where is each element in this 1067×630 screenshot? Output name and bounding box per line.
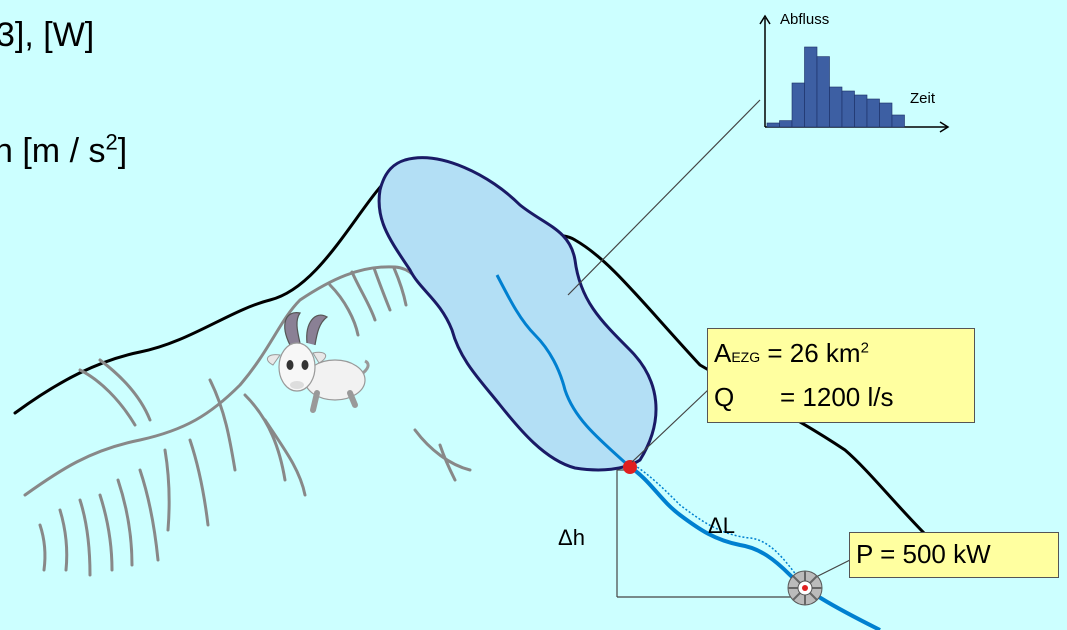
hydrograph-bar bbox=[866, 98, 880, 128]
hydrograph-bar bbox=[829, 86, 843, 128]
area-subscript: EZG bbox=[731, 349, 761, 365]
hydrograph-bar bbox=[816, 56, 830, 128]
hydrograph-x-label: Zeit bbox=[910, 90, 936, 107]
hydrograph-bar bbox=[891, 114, 905, 128]
intake-point bbox=[623, 460, 637, 474]
area-value: = 26 km bbox=[760, 338, 861, 368]
hydrograph-bar bbox=[779, 120, 793, 128]
delta-h-label: Δh bbox=[558, 525, 585, 550]
hydrograph-bar bbox=[766, 122, 780, 128]
header-line-1: 3], [W] bbox=[0, 18, 94, 52]
area-exponent: 2 bbox=[860, 339, 869, 357]
river-upper bbox=[495, 274, 632, 469]
catchment-box-leader bbox=[631, 389, 709, 463]
hydrograph-bar bbox=[841, 90, 855, 128]
header-line-2-prefix: n [m / s bbox=[0, 132, 106, 170]
hydrograph-bar bbox=[854, 94, 868, 128]
area-symbol: A bbox=[714, 338, 732, 368]
discharge-symbol: Q bbox=[714, 382, 735, 412]
header-line-2-suffix: ] bbox=[117, 132, 128, 170]
river-lower bbox=[628, 465, 881, 630]
hydrograph-leader bbox=[567, 99, 761, 296]
hydrograph-bars bbox=[766, 46, 905, 128]
hydrograph-bar bbox=[791, 82, 805, 128]
delta-l-label: ΔL bbox=[708, 513, 735, 538]
header-line-2-exp: 2 bbox=[105, 129, 118, 155]
penstock bbox=[633, 464, 801, 581]
power-value: P = 500 kW bbox=[856, 539, 991, 569]
foreground-slope-lines bbox=[23, 265, 472, 577]
hydrograph-bar bbox=[879, 102, 893, 128]
goat-icon bbox=[266, 312, 370, 413]
power-info-box: P = 500 kW bbox=[849, 532, 1059, 578]
catchment-info-box: AEZG = 26 km2 Q = 1200 l/s bbox=[707, 328, 975, 423]
header-line-1-text: 3], [W] bbox=[0, 16, 95, 54]
header-line-2: n [m / s2] bbox=[0, 131, 128, 170]
catchment-area-line: AEZG = 26 km2 bbox=[714, 333, 974, 377]
discharge-line: Q = 1200 l/s bbox=[714, 377, 974, 417]
hydrograph-bar bbox=[804, 46, 818, 128]
hydrograph-y-label: Abfluss bbox=[780, 11, 829, 28]
discharge-value: = 1200 l/s bbox=[780, 382, 894, 412]
turbine-icon bbox=[787, 570, 823, 606]
